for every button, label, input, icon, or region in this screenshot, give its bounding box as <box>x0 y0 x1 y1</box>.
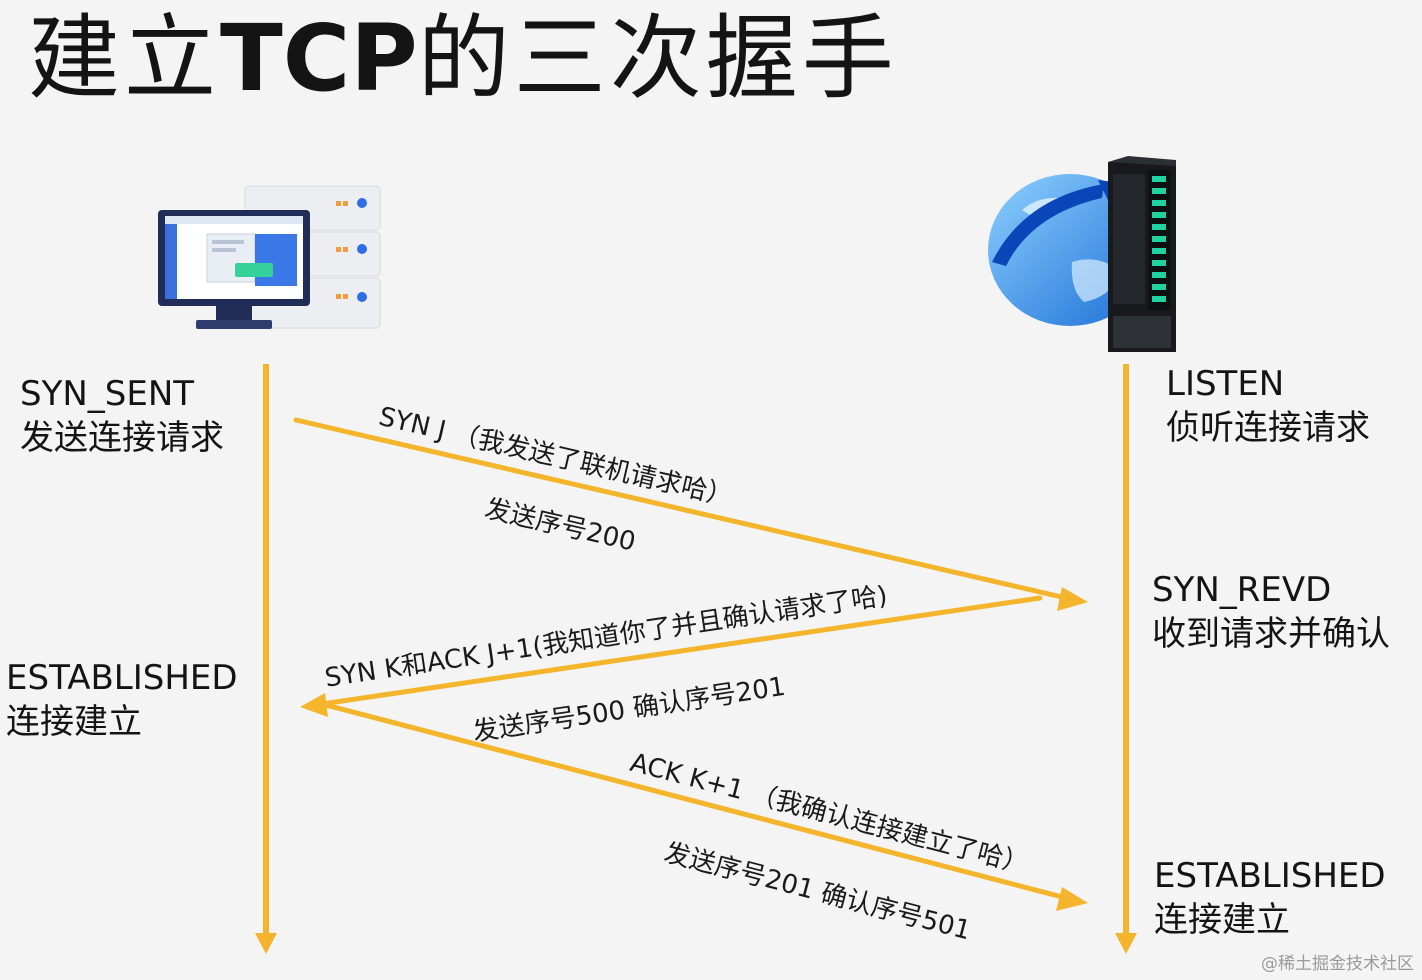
syn-arrowhead <box>1057 587 1088 611</box>
client-state-syn-sent: SYN_SENT 发送连接请求 <box>20 372 224 460</box>
page-title: 建立TCP的三次握手 <box>28 8 898 109</box>
syn-arrow <box>293 417 1069 601</box>
ack-arrow <box>319 701 1069 901</box>
state-description: 收到请求并确认 <box>1152 614 1390 654</box>
server-timeline-arrowhead <box>1115 933 1137 954</box>
server-state-syn-revd: SYN_REVD 收到请求并确认 <box>1152 568 1390 656</box>
client-state-established: ESTABLISHED 连接建立 <box>6 656 238 744</box>
synack-arrowhead <box>300 693 328 717</box>
state-label: SYN_REVD <box>1152 570 1332 610</box>
state-description: 发送连接请求 <box>20 418 224 458</box>
synack-arrow <box>319 595 1043 707</box>
server-state-listen: LISTEN 侦听连接请求 <box>1166 362 1370 450</box>
title-part-3: 的三次握手 <box>417 5 898 112</box>
server-globe-icon <box>988 156 1176 352</box>
state-label: ESTABLISHED <box>1154 856 1386 896</box>
state-label: LISTEN <box>1166 364 1285 404</box>
title-part-2: TCP <box>220 5 418 112</box>
state-description: 侦听连接请求 <box>1166 408 1370 448</box>
state-label: SYN_SENT <box>20 374 195 414</box>
title-part-1: 建立 <box>28 5 221 112</box>
timelines <box>255 364 1137 954</box>
watermark: @稀土掘金技术社区 <box>1261 954 1414 974</box>
server-state-established: ESTABLISHED 连接建立 <box>1154 854 1386 942</box>
ack-arrowhead <box>1056 887 1088 911</box>
client-computer-icon <box>158 185 381 329</box>
client-timeline-arrowhead <box>255 933 277 954</box>
state-description: 连接建立 <box>6 702 142 742</box>
message-arrows <box>293 417 1088 911</box>
state-description: 连接建立 <box>1154 900 1290 940</box>
state-label: ESTABLISHED <box>6 658 238 698</box>
